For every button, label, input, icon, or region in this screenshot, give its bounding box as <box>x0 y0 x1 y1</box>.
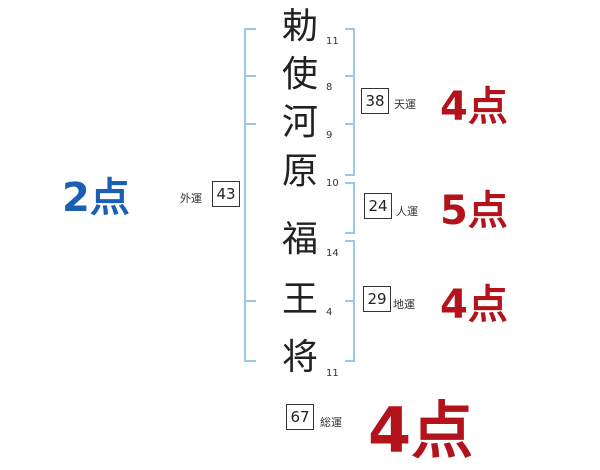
bracket-tick <box>345 123 355 125</box>
stroke-count: 8 <box>326 82 333 93</box>
stroke-count: 10 <box>326 178 339 189</box>
souun-score: 4点 <box>368 394 474 467</box>
jinun-label: 人運 <box>396 205 418 218</box>
bracket-tick <box>345 300 355 302</box>
jinun-score: 5点 <box>440 188 508 234</box>
name-char: 原 <box>281 151 318 192</box>
name-char: 使 <box>281 54 318 95</box>
chiun-score: 4点 <box>440 282 508 328</box>
stroke-count: 14 <box>326 248 339 259</box>
tenun-bracket <box>345 28 355 176</box>
tenun-score: 4点 <box>440 84 508 130</box>
bracket-tick <box>246 300 256 302</box>
gaiun-value: 43 <box>212 181 240 207</box>
name-char: 河 <box>281 102 318 143</box>
bracket-tick <box>246 123 256 125</box>
stroke-count: 11 <box>326 36 339 47</box>
gaiun-label: 外運 <box>180 192 202 205</box>
jinun-bracket <box>345 182 355 234</box>
souun-label: 総運 <box>320 416 342 429</box>
jinun-value: 24 <box>364 193 392 219</box>
name-char: 王 <box>281 279 318 320</box>
stroke-count: 9 <box>326 130 333 141</box>
bracket-tick <box>345 75 355 77</box>
name-char: 福 <box>281 219 318 260</box>
gaiun-score: 2点 <box>62 175 130 221</box>
name-char: 勅 <box>281 6 318 47</box>
stroke-count: 11 <box>326 368 339 379</box>
tenun-value: 38 <box>361 88 389 114</box>
souun-value: 67 <box>286 404 314 430</box>
tenun-label: 天運 <box>394 98 416 111</box>
chiun-value: 29 <box>363 286 391 312</box>
outer-bracket <box>244 28 256 362</box>
chiun-label: 地運 <box>393 298 415 311</box>
bracket-tick <box>246 75 256 77</box>
name-char: 将 <box>281 337 318 378</box>
stroke-count: 4 <box>326 307 333 318</box>
